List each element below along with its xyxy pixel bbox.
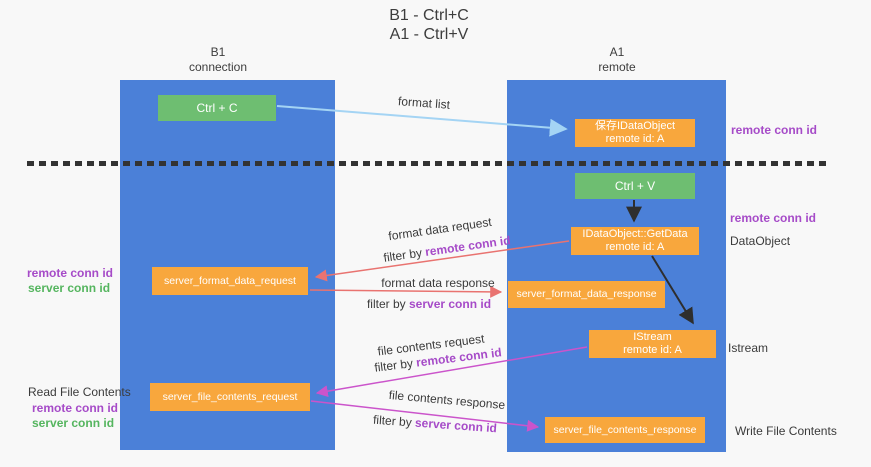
- istream-line1: IStream: [633, 331, 672, 343]
- node-server-file-contents-response: server_file_contents_response: [545, 417, 705, 443]
- annotation-remote-conn-id-mid-right: remote conn id: [730, 211, 817, 225]
- save-dataobject-line1: 保存IDataObject: [594, 120, 676, 132]
- node-istream: IStream remote id: A: [589, 330, 716, 358]
- lane-b1-role: connection: [188, 60, 248, 74]
- filter-by-text: filter by: [366, 297, 406, 311]
- server-conn-id-text: server conn id: [414, 415, 498, 436]
- istream-line2: remote id: A: [623, 344, 682, 356]
- getdata-line2: remote id: A: [605, 241, 665, 253]
- filter-by-text: filter by: [382, 245, 423, 265]
- filter-by-text: filter by: [372, 412, 413, 430]
- server-format-data-request-label: server_format_data_request: [164, 274, 296, 287]
- lane-header-a1: A1 remote: [557, 45, 677, 75]
- server-file-contents-response-label: server_file_contents_response: [553, 423, 697, 436]
- node-idataobject-getdata: IDataObject::GetData remote id: A: [571, 227, 699, 255]
- server-file-contents-request-label: server_file_contents_request: [162, 390, 298, 403]
- lane-header-b1: B1 connection: [158, 45, 278, 75]
- lane-a1-role: remote: [598, 60, 636, 74]
- annotation-remote-conn-id-bottom-left: remote conn id: [32, 401, 119, 415]
- annotation-server-conn-id-bottom-left: server conn id: [32, 416, 115, 430]
- format-list-text: format list: [397, 94, 451, 112]
- node-server-format-data-response: server_format_data_response: [508, 281, 665, 308]
- filter-by-text: filter by: [373, 356, 414, 375]
- format-data-response-arrow: [309, 285, 503, 298]
- annotation-istream: Istream: [728, 341, 769, 355]
- edge-label-format-data-response: format data response: [381, 276, 494, 290]
- node-server-file-contents-request: server_file_contents_request: [150, 383, 310, 411]
- node-server-format-data-request: server_format_data_request: [152, 267, 308, 295]
- diagram-title: B1 - Ctrl+C A1 - Ctrl+V: [329, 6, 529, 44]
- lane-a1-name: A1: [609, 45, 625, 59]
- node-save-dataobject: 保存IDataObject remote id: A: [575, 119, 695, 147]
- annotation-dataobject: DataObject: [730, 234, 791, 248]
- server-conn-id-text: server conn id: [409, 297, 492, 311]
- getdata-line1: IDataObject::GetData: [582, 228, 688, 240]
- title-line-1: B1 - Ctrl+C: [389, 7, 469, 24]
- node-ctrl-c: Ctrl + C: [158, 95, 276, 121]
- annotation-read-file-contents: Read File Contents: [28, 385, 131, 399]
- annotation-server-conn-id-mid-left: server conn id: [28, 281, 111, 295]
- edge-label-filter-server-1: filter by server conn id: [367, 297, 491, 311]
- edge-label-file-contents-response: file contents response: [388, 388, 506, 412]
- annotation-write-file-contents: Write File Contents: [735, 424, 837, 438]
- annotation-remote-conn-id-top-right: remote conn id: [731, 123, 818, 137]
- edge-label-format-list: format list: [398, 94, 451, 112]
- ctrl-c-label: Ctrl + C: [196, 101, 238, 115]
- save-dataobject-line2: remote id: A: [605, 133, 665, 145]
- phase-divider-dashed-line: [27, 161, 831, 166]
- server-format-data-response-label: server_format_data_response: [516, 288, 657, 300]
- ctrl-v-label: Ctrl + V: [614, 179, 656, 193]
- format-data-response-text: format data response: [381, 276, 495, 290]
- remote-conn-id-text: remote conn id: [424, 233, 512, 259]
- file-contents-response-text: file contents response: [388, 387, 506, 413]
- annotation-remote-conn-id-mid-left: remote conn id: [27, 266, 114, 280]
- title-line-2: A1 - Ctrl+V: [389, 26, 469, 43]
- lane-b1-name: B1: [210, 45, 226, 59]
- edge-label-filter-server-2: filter by server conn id: [373, 413, 498, 436]
- node-ctrl-v: Ctrl + V: [575, 173, 695, 199]
